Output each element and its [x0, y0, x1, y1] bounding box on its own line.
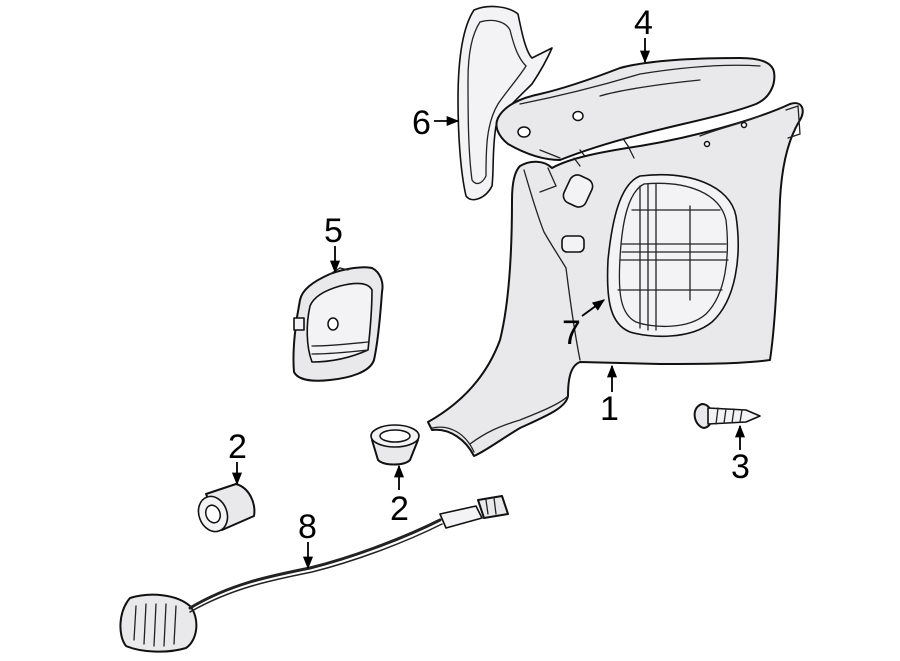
leader-7: [581, 299, 606, 317]
callout-2-left: 2: [228, 428, 247, 466]
leader-lines: [231, 38, 746, 570]
callout-1: 1: [600, 390, 619, 428]
grommet-part-left: [197, 483, 256, 533]
callout-2-right: 2: [390, 490, 409, 528]
screw-part: [693, 403, 761, 429]
handle-bezel-part: [292, 266, 384, 382]
callout-3: 3: [731, 448, 750, 486]
lamp-harness-part: [119, 495, 509, 653]
window-seal-part: [457, 5, 553, 201]
upper-trim-part: [495, 57, 776, 161]
speaker-grille-part: [606, 173, 739, 338]
callout-labels: 1 2 2 3 4 5 6 7 8: [228, 4, 750, 546]
callout-6: 6: [412, 104, 431, 142]
callout-7: 7: [562, 314, 581, 352]
callout-5: 5: [324, 212, 343, 250]
grommet-part-right: [370, 424, 420, 466]
callout-4: 4: [634, 4, 653, 42]
callout-8: 8: [298, 508, 317, 546]
